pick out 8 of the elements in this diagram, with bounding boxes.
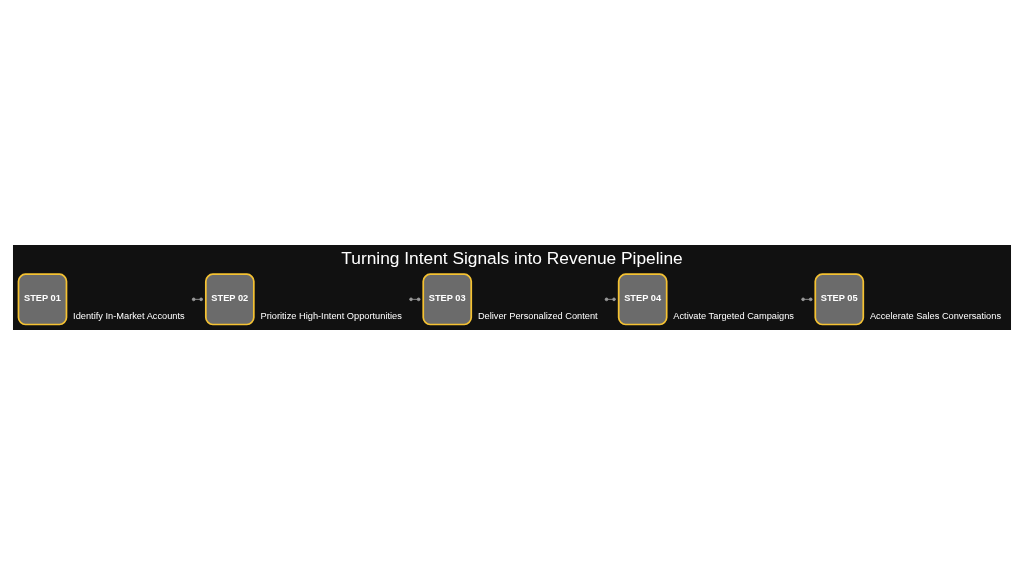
node-label: Identify In-Market Accounts [73, 310, 185, 321]
node-label: Activate Targeted Campaigns [673, 310, 794, 321]
diagram-title: Turning Intent Signals into Revenue Pipeline [341, 247, 683, 267]
node-label: Prioritize High-Intent Opportunities [260, 310, 402, 321]
node-label: Accelerate Sales Conversations [869, 310, 1002, 321]
connector [801, 297, 813, 301]
connector [409, 297, 421, 301]
node-label: Deliver Personalized Content [477, 310, 598, 321]
